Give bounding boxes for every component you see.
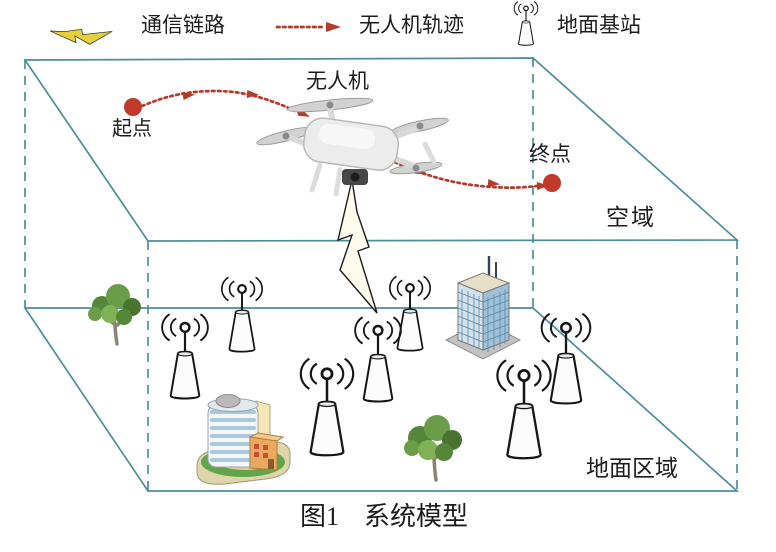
base-station-icon <box>513 0 539 46</box>
base-station-tower <box>540 312 592 405</box>
office-building <box>196 394 291 485</box>
legend-label-base-station: 地面基站 <box>557 13 641 37</box>
lightning-icon <box>48 19 113 50</box>
trajectory-arrow-icon <box>275 22 341 32</box>
end-point-label: 终点 <box>529 142 571 166</box>
uav-label: 无人机 <box>306 69 369 93</box>
base-station-tower <box>299 357 355 457</box>
start-point-dot <box>124 98 142 116</box>
base-station-tower <box>495 358 553 460</box>
base-station-tower <box>220 276 264 353</box>
airspace-box <box>23 57 740 492</box>
ground-area-label: 地面区域 <box>586 456 678 481</box>
caption-figure-no: 图1 <box>300 502 340 531</box>
caption-title: 系统模型 <box>364 502 469 531</box>
airspace-label: 空域 <box>606 205 656 230</box>
end-point-dot <box>543 174 561 192</box>
base-station-tower <box>353 315 403 403</box>
communication-link-lightning <box>337 179 378 314</box>
legend-label-uav-trajectory: 无人机轨迹 <box>359 13 464 37</box>
uav-drone <box>256 97 449 197</box>
tree <box>404 415 462 482</box>
base-station-tower <box>160 312 210 400</box>
start-point-label: 起点 <box>112 118 152 140</box>
legend-label-comm-link: 通信链路 <box>141 13 225 37</box>
tree <box>88 284 141 346</box>
skyscraper <box>444 256 522 360</box>
base-station-tower <box>388 275 432 352</box>
